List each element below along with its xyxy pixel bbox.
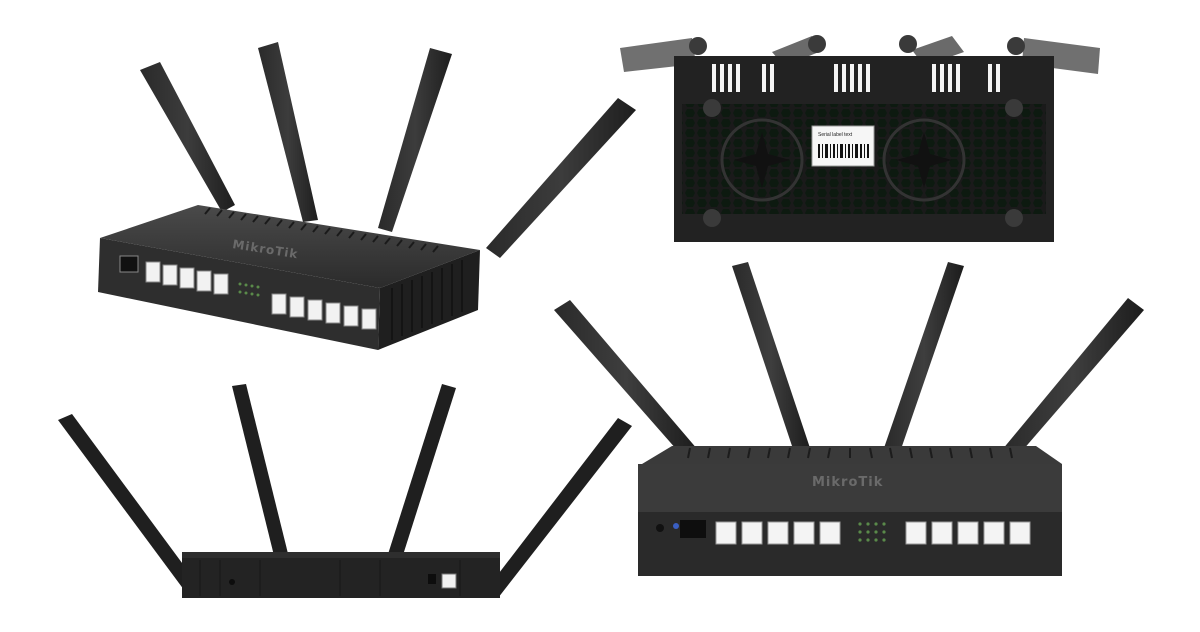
ethernet-ports-right <box>905 521 1031 545</box>
router-angled-image: MikroTik <box>98 42 636 350</box>
fan-right <box>882 118 966 202</box>
router-front-image: MikroTik <box>554 262 1144 576</box>
svg-text:Serial label text: Serial label text <box>818 132 853 138</box>
router-underside-image: Serial label text <box>620 35 1100 242</box>
antenna-group <box>554 262 1144 458</box>
router-front-view: MikroTik <box>550 258 1150 628</box>
router-underside-view: Serial label text <box>612 28 1112 248</box>
brand-logo: MikroTik <box>812 475 883 490</box>
router-rear-view <box>50 376 640 608</box>
rear-ports <box>428 573 457 589</box>
ethernet-ports-right <box>271 293 377 330</box>
router-angled-view: MikroTik <box>0 0 650 360</box>
sfp-port <box>680 520 706 538</box>
router-rear-image <box>58 384 632 598</box>
ethernet-ports-left <box>715 521 841 545</box>
antenna-group <box>140 42 636 258</box>
fan-left <box>720 118 804 202</box>
antenna-group <box>58 384 632 598</box>
serial-label: Serial label text <box>811 125 875 167</box>
ethernet-ports-left <box>119 255 229 295</box>
